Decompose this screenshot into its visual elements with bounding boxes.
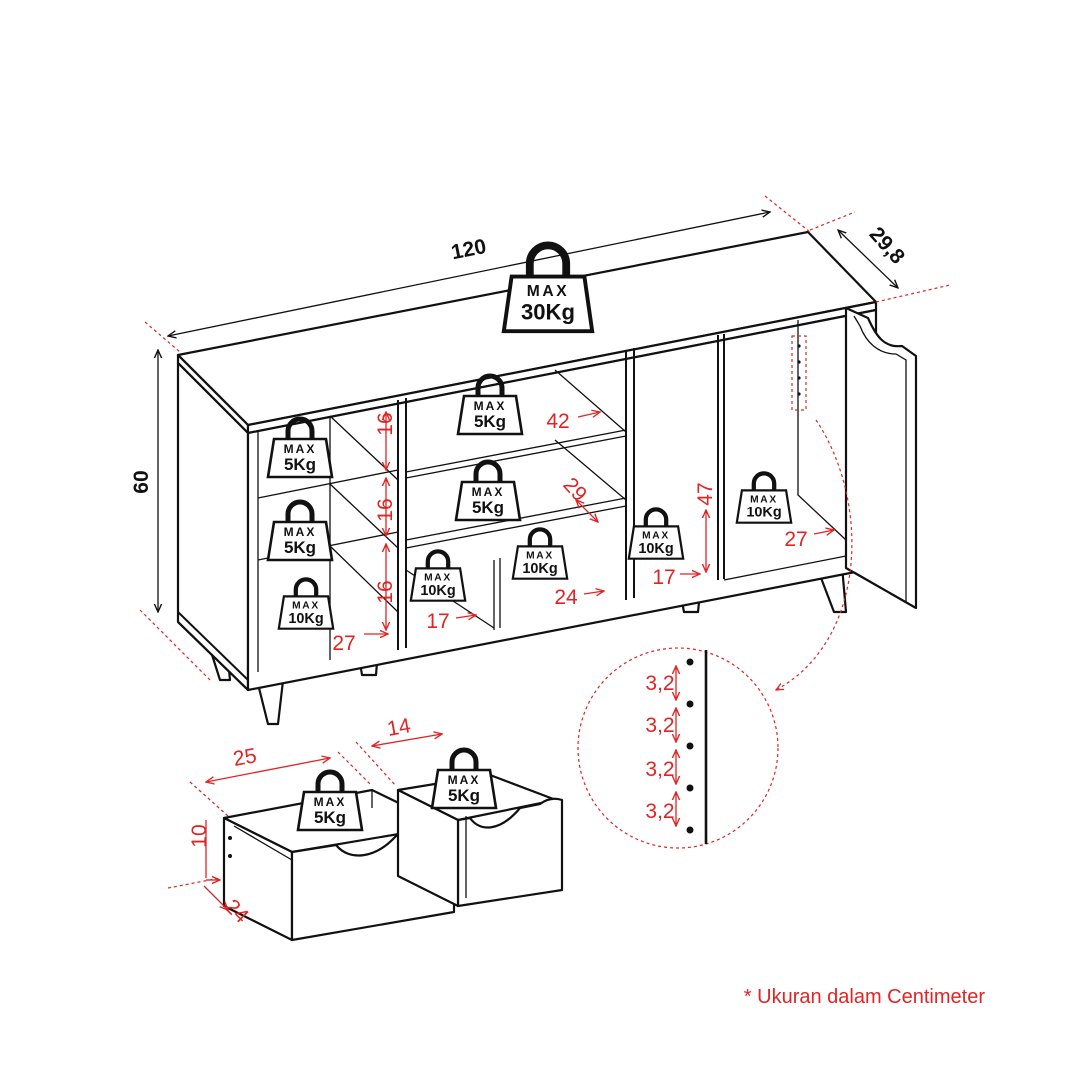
weight-icon-center-top: MAX 5Kg [456,373,524,436]
weight-icon-center-bottom-1: MAX 10Kg [409,549,467,602]
pin-holes-highlight [791,335,807,411]
divider-1 [397,398,407,650]
drawer-dimensions: 25 14 10 24 [167,714,442,928]
weight-icon-center-mid: MAX 5Kg [454,459,522,522]
weight-icon-left-3: MAX 10Kg [277,577,335,630]
pin-spacing-4: 3,2 [645,800,674,823]
svg-text:MAX: MAX [292,600,320,611]
left-shelf-height-1: 16 [374,412,397,435]
weight-icon-drawer-big: MAX 5Kg [296,769,364,832]
right-bottom [723,555,847,581]
svg-text:MAX: MAX [642,530,670,541]
width-arrow [168,212,770,336]
bottom-edge [177,611,249,691]
svg-text:5Kg: 5Kg [314,808,346,827]
svg-text:MAX: MAX [750,494,778,505]
cabinet-door [844,306,918,610]
left-column-lines [257,416,399,672]
svg-text:5Kg: 5Kg [474,412,506,431]
pin-spacing-3: 3,2 [645,758,674,781]
outer-dimensions: 120 29,8 60 [130,195,951,681]
left-shelf-height-2: 16 [374,498,397,521]
svg-text:MAX: MAX [284,442,317,456]
pin-holes [797,344,801,396]
door-inner-edge [853,315,907,604]
svg-text:10Kg: 10Kg [638,541,673,557]
svg-text:MAX: MAX [284,525,317,539]
drawer-big-width: 25 [231,744,258,771]
center-inner-diagonals [554,369,627,501]
svg-text:5Kg: 5Kg [284,455,316,474]
svg-text:10Kg: 10Kg [420,583,455,599]
right-height: 47 [694,482,717,505]
weight-icon-drawer-small: MAX 5Kg [430,747,498,810]
svg-text:MAX: MAX [526,550,554,561]
center-bottom-width-1: 17 [426,610,449,633]
divider-3 [717,334,725,580]
right-depth: 27 [784,528,807,551]
svg-text:MAX: MAX [314,795,347,809]
svg-text:5Kg: 5Kg [448,786,480,805]
pin-detail: 3,2 3,2 3,2 3,2 [577,419,853,849]
drawer-height: 10 [188,824,211,847]
svg-text:MAX: MAX [424,572,452,583]
height-label: 60 [130,470,153,493]
drawer-small-width: 14 [385,714,412,741]
svg-text:10Kg: 10Kg [746,505,781,521]
svg-text:MAX: MAX [474,399,507,413]
weight-icon-right-1: MAX 10Kg [627,507,685,560]
left-depth: 27 [332,632,355,655]
center-width: 42 [546,410,569,433]
weight-icon-center-bottom-2: MAX 10Kg [511,527,569,580]
svg-text:5Kg: 5Kg [472,498,504,517]
weight-icon-left-1: MAX 5Kg [266,416,334,479]
weight-value: 30Kg [521,300,575,325]
weight-max-label: MAX [527,283,569,300]
depth-arrow [838,230,898,288]
svg-text:5Kg: 5Kg [284,538,316,557]
weight-icon-top: MAX 30Kg [501,241,595,334]
footnote: * Ukuran dalam Centimeter [743,986,985,1008]
svg-text:10Kg: 10Kg [288,611,323,627]
right-width: 17 [652,566,675,589]
inner-dimensions: 16 16 16 27 42 29 17 24 47 17 27 [332,410,834,655]
svg-text:MAX: MAX [472,485,505,499]
left-shelf-height-3: 16 [374,580,397,603]
weight-icon-left-2: MAX 5Kg [266,499,334,562]
detail-circle [577,647,779,849]
weight-icon-right-2: MAX 10Kg [735,471,793,524]
pin-spacing-1: 3,2 [645,672,674,695]
svg-text:10Kg: 10Kg [522,561,557,577]
pin-spacing-2: 3,2 [645,714,674,737]
center-bottom-width-2: 24 [554,586,578,609]
svg-text:MAX: MAX [448,773,481,787]
width-label: 120 [449,235,488,264]
